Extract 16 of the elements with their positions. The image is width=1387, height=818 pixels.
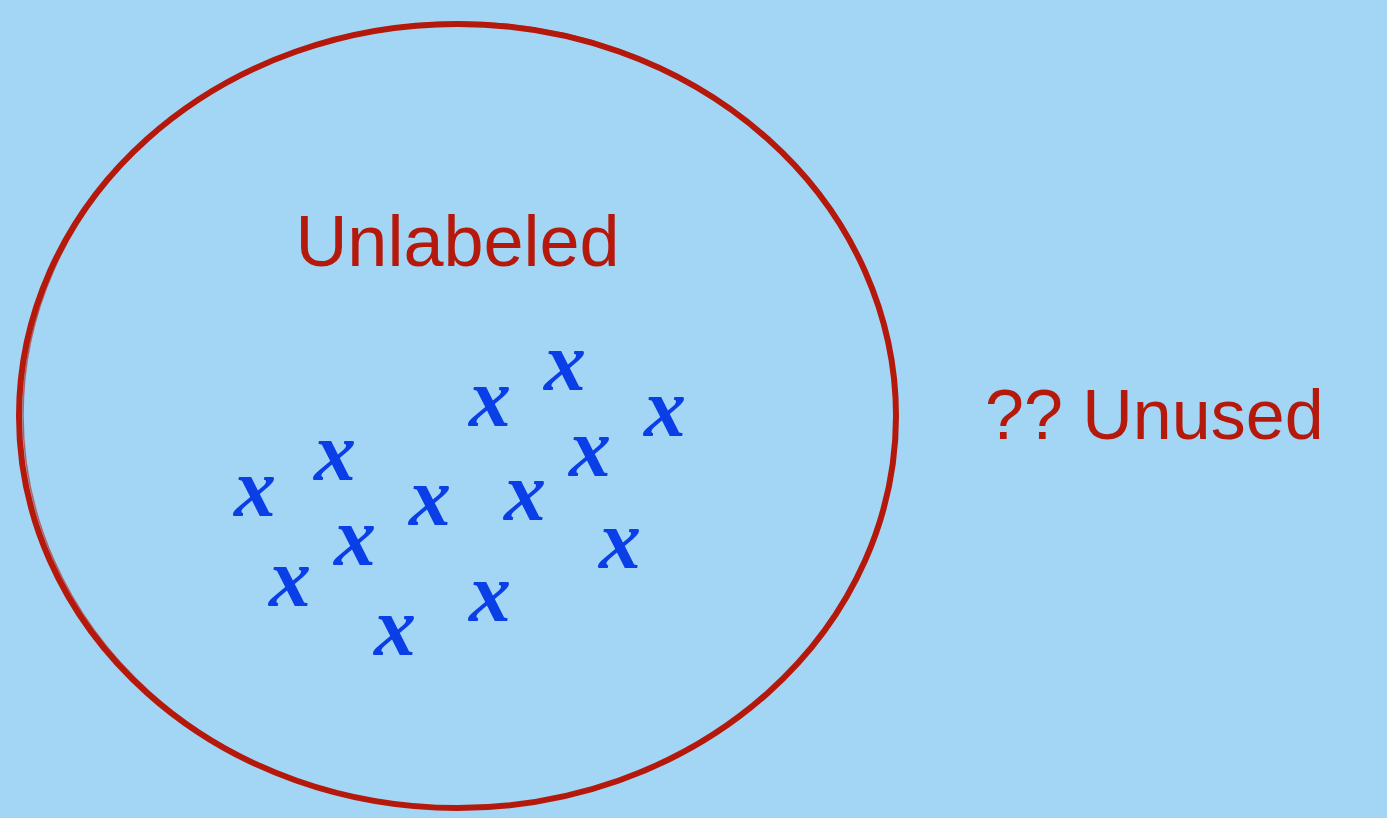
variable-x: x	[544, 320, 586, 404]
variable-x: x	[599, 498, 641, 582]
variable-x: x	[504, 450, 546, 534]
variable-x: x	[269, 536, 311, 620]
variable-x: x	[469, 356, 511, 440]
variable-x: x	[314, 410, 356, 494]
variable-x: x	[569, 406, 611, 490]
variable-x: x	[334, 495, 376, 579]
variable-x: x	[409, 455, 451, 539]
variable-x: x	[374, 585, 416, 669]
variable-x: x	[234, 446, 276, 530]
set-label: Unlabeled	[295, 205, 620, 277]
variable-x: x	[644, 366, 686, 450]
variable-x: x	[469, 551, 511, 635]
note-text: ?? Unused	[985, 380, 1324, 450]
ellipse-outline	[15, 20, 900, 812]
